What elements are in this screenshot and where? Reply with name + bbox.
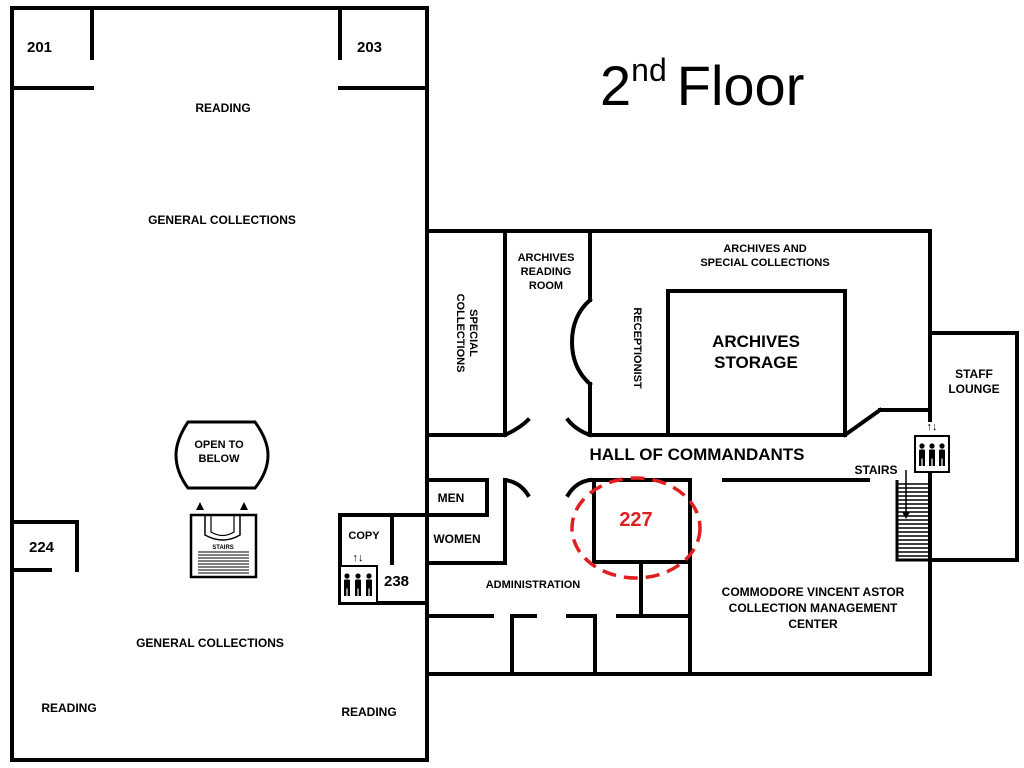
person-icon — [939, 443, 945, 466]
arrow-up-down-icon: ↑↓ — [927, 421, 938, 433]
room-203-label: 203 — [357, 39, 382, 56]
arrow-up-down-icon: ↑↓ — [353, 552, 364, 564]
reading-top-label: READING — [195, 101, 250, 115]
elevator-icon: ↑↓ — [914, 421, 950, 473]
archives-reading-room-label-1: ARCHIVES — [518, 252, 575, 264]
special-collections-label: SPECIAL COLLECTIONS — [454, 294, 479, 373]
room-238-label: 238 — [384, 573, 409, 590]
general-collections-bottom-label: GENERAL COLLECTIONS — [136, 636, 284, 650]
person-icon — [366, 573, 372, 596]
receptionist-label: RECEPTIONIST — [631, 307, 643, 389]
stairs-left-label: STAIRS — [212, 545, 234, 551]
person-icon — [919, 443, 925, 466]
reading-bottom-left-label: READING — [41, 701, 96, 715]
open-to-below-label-1: OPEN TO — [194, 439, 244, 451]
men-label: MEN — [438, 491, 465, 505]
staff-lounge-label-1: STAFF — [955, 367, 993, 381]
stairs-icon — [895, 470, 932, 562]
copy-label: COPY — [348, 530, 380, 542]
archives-special-collections-label-1: ARCHIVES AND — [723, 243, 806, 255]
hall-of-commandants-label: HALL OF COMMANDANTS — [590, 445, 805, 464]
room-227-label: 227 — [619, 509, 652, 531]
open-to-below-label-2: BELOW — [199, 453, 241, 465]
elevator-icon: ↑↓ — [339, 552, 378, 604]
person-icon — [344, 573, 350, 596]
room-224-label: 224 — [29, 539, 55, 556]
stairs-right-label: STAIRS — [854, 463, 897, 477]
staff-lounge-label-2: LOUNGE — [948, 382, 999, 396]
archives-storage-label-1: ARCHIVES — [712, 332, 800, 351]
room-201-label: 201 — [27, 39, 52, 56]
reading-bottom-right-label: READING — [341, 705, 396, 719]
highlight-227-circle — [570, 476, 702, 580]
women-label: WOMEN — [433, 532, 480, 546]
person-icon — [929, 443, 935, 466]
svg-text:COLLECTIONS: COLLECTIONS — [454, 294, 466, 373]
archives-storage-label-2: STORAGE — [714, 353, 798, 372]
archives-special-collections-label-2: SPECIAL COLLECTIONS — [700, 257, 829, 269]
astor-center-label-1: COMMODORE VINCENT ASTOR — [722, 585, 905, 599]
stairs-icon — [189, 502, 258, 579]
general-collections-top-label: GENERAL COLLECTIONS — [148, 213, 296, 227]
svg-text:SPECIAL: SPECIAL — [467, 309, 479, 357]
astor-center-label-3: CENTER — [788, 617, 838, 631]
administration-label: ADMINISTRATION — [486, 579, 581, 591]
open-to-below-outline — [174, 420, 270, 490]
archives-reading-room-label-2: READING — [521, 266, 572, 278]
archives-reading-room-label-3: ROOM — [529, 280, 563, 292]
walls — [10, 6, 1019, 762]
astor-center-label-2: COLLECTION MANAGEMENT — [729, 601, 898, 615]
person-icon — [355, 573, 361, 596]
